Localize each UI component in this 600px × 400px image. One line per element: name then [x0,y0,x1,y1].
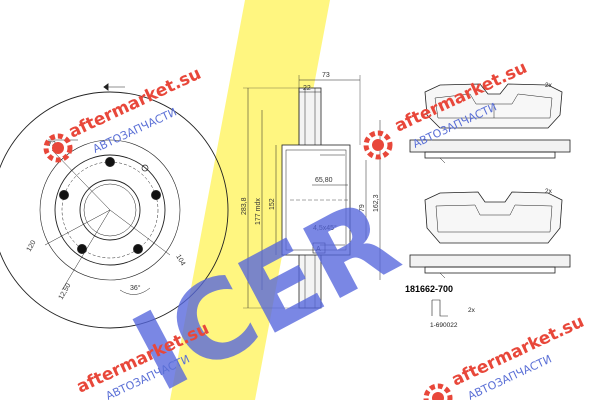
disc-front-view [0,83,229,329]
bolt-hole [105,157,115,167]
section-marker-a: A [316,246,321,253]
dim-angle-36: 36° [130,284,141,292]
dim-chamfer: 4,5x45° [313,224,337,232]
dim-12-50: 12,50 [58,282,73,301]
disc-friction-inner-ring [39,139,181,281]
pad-top-qty: 2x [545,82,553,89]
dim-152: 152 [269,198,276,210]
accessory-qty: 2x [468,307,476,314]
disc-cross-section [243,75,381,309]
disc-outer-ring [0,91,229,329]
watermark-gear-icon [43,133,73,163]
dim-73: 73 [322,72,330,79]
dim-104: 104 [174,254,186,268]
accessory-code: 1-690022 [430,322,458,329]
bolt-hole [133,244,143,254]
watermark-top-left: aftermarket.su АВТОЗАПЧАСТИ [43,64,204,163]
disc-center-bore-inner [83,183,137,237]
kit-part-number: 181662-700 [405,284,453,294]
dim-177-mdx: 177 mdx [255,198,262,225]
disc-hat-ring [54,154,166,266]
bolt-hole [151,190,161,200]
pad-bottom-qty: 2x [545,188,553,195]
dim-72: 72 [48,141,56,148]
dim-120: 120 [26,239,38,253]
bolt-hole [77,244,87,254]
bolt-hole [59,190,69,200]
disc-center-bore [79,179,141,241]
dim-22: 22 [303,85,311,92]
locating-hole [141,164,149,172]
brake-pad-bottom [409,191,571,279]
brake-pad-top [409,83,571,164]
dim-283-8: 283,8 [241,197,248,215]
accessory-clip-icon [431,299,448,317]
dim-162-3: 162,3 [373,194,380,212]
watermark-gear-icon [363,130,393,160]
dim-65-80: 65,80 [315,177,333,184]
watermark-gear-icon [423,383,453,400]
dim-79: 79 [359,204,366,212]
brand-yellow-band [170,0,330,400]
